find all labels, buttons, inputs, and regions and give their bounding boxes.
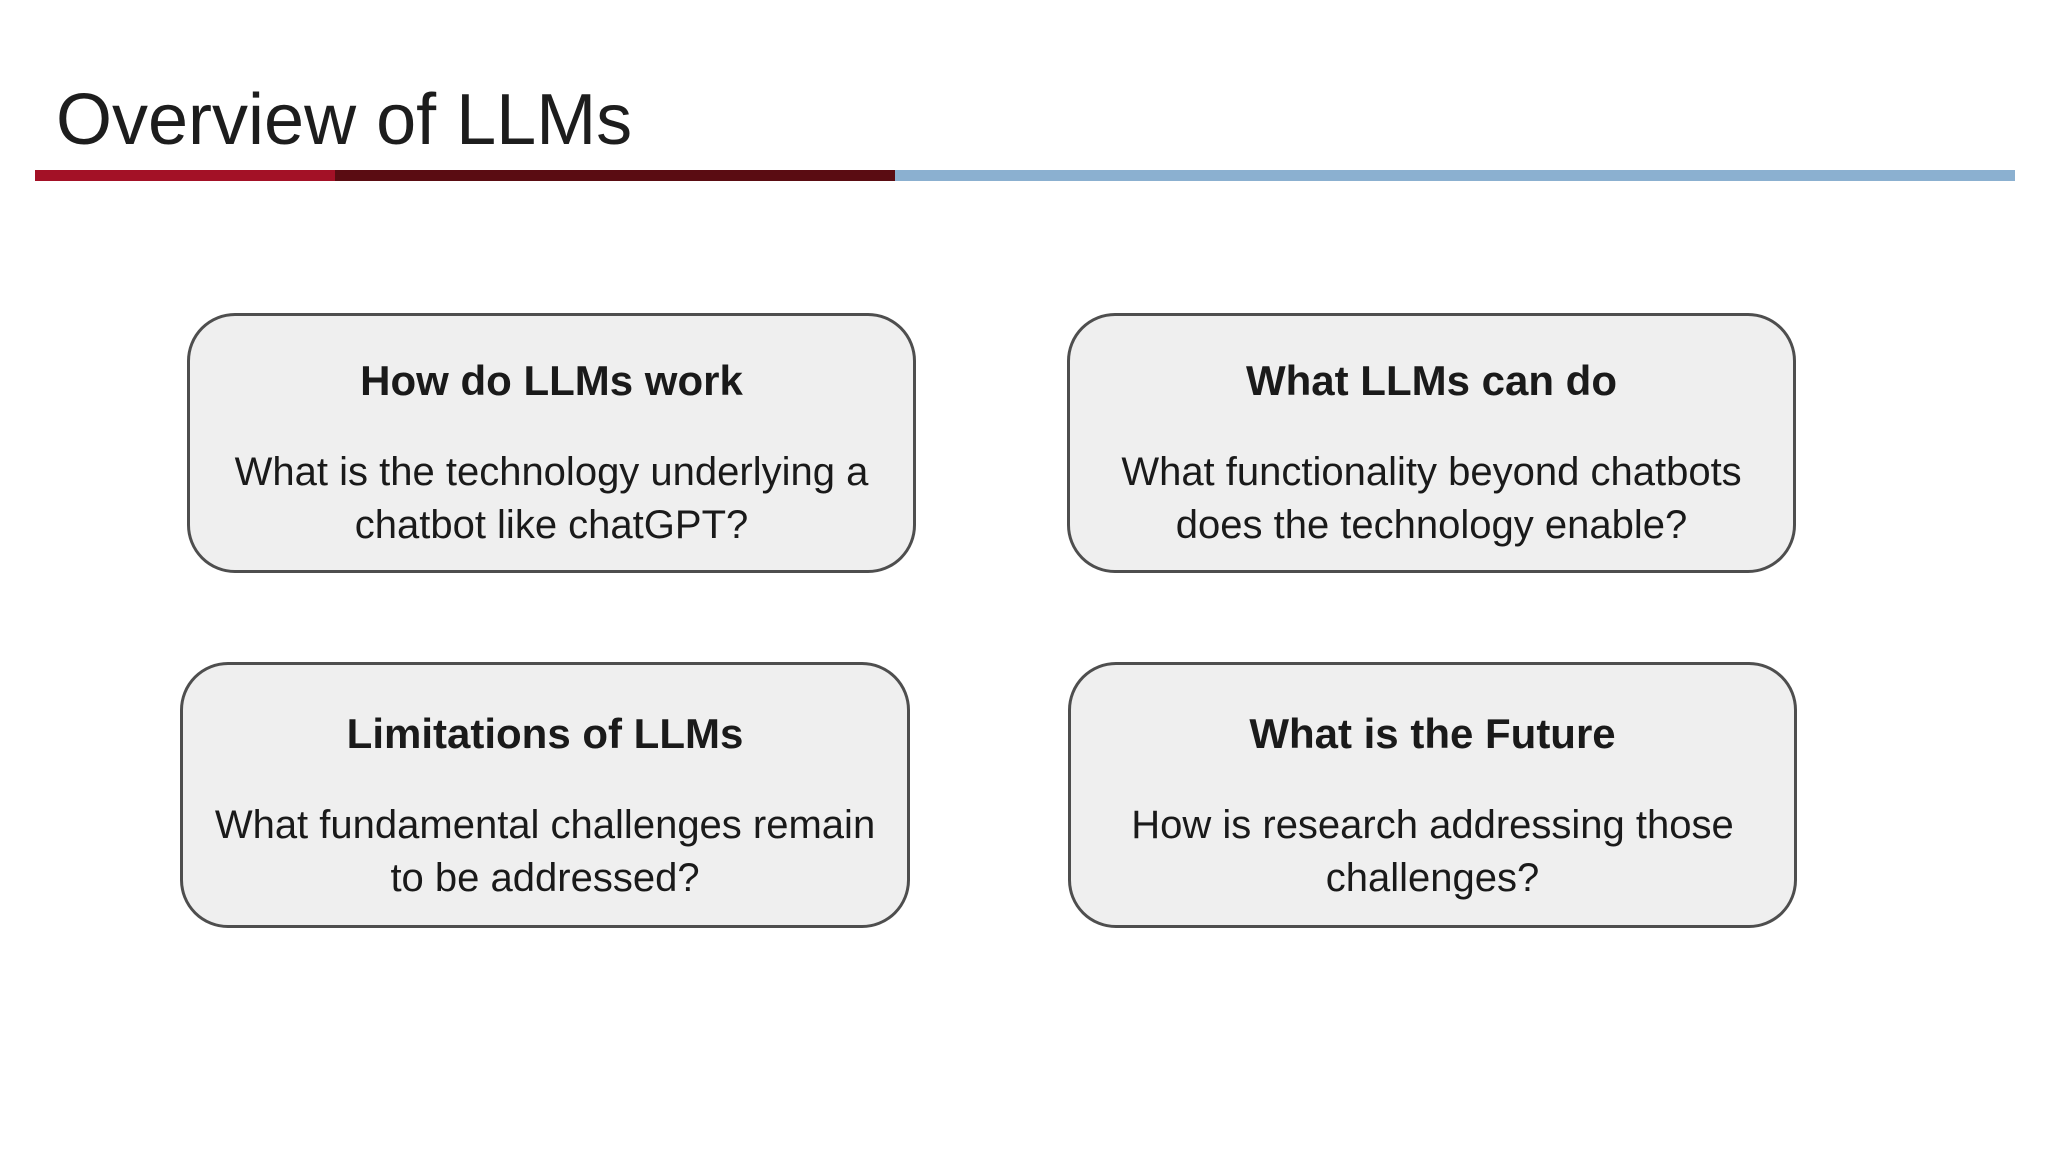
card-body-line: What functionality beyond chatbots — [1121, 450, 1742, 494]
card-body: What fundamental challenges remain to be… — [183, 799, 907, 905]
card-heading: What is the Future — [1249, 710, 1616, 757]
card-what-llms-can-do: What LLMs can do What functionality beyo… — [1067, 313, 1796, 573]
card-body-line: chatbot like chatGPT? — [354, 503, 749, 547]
card-body: How is research addressing those challen… — [1071, 799, 1794, 905]
card-heading: How do LLMs work — [360, 357, 743, 404]
page-title: Overview of LLMs — [56, 80, 633, 161]
title-divider — [35, 170, 2015, 181]
divider-segment-dark-red — [335, 170, 895, 181]
card-how-llms-work: How do LLMs work What is the technology … — [187, 313, 916, 573]
card-body-line: to be addressed? — [390, 856, 700, 900]
card-body: What is the technology underlying a chat… — [190, 446, 913, 552]
card-heading: Limitations of LLMs — [346, 710, 744, 757]
card-body-line: What is the technology underlying a — [234, 450, 869, 494]
card-heading: What LLMs can do — [1246, 357, 1617, 404]
card-body-line: does the technology enable? — [1175, 503, 1688, 547]
card-body: What functionality beyond chatbots does … — [1070, 446, 1793, 552]
card-limitations-of-llms: Limitations of LLMs What fundamental cha… — [180, 662, 910, 928]
card-body-line: How is research addressing those — [1131, 803, 1734, 847]
card-body-line: What fundamental challenges remain — [214, 803, 876, 847]
divider-segment-red — [35, 170, 335, 181]
card-what-is-the-future: What is the Future How is research addre… — [1068, 662, 1797, 928]
card-body-line: challenges? — [1325, 856, 1540, 900]
divider-segment-blue — [895, 170, 2015, 181]
